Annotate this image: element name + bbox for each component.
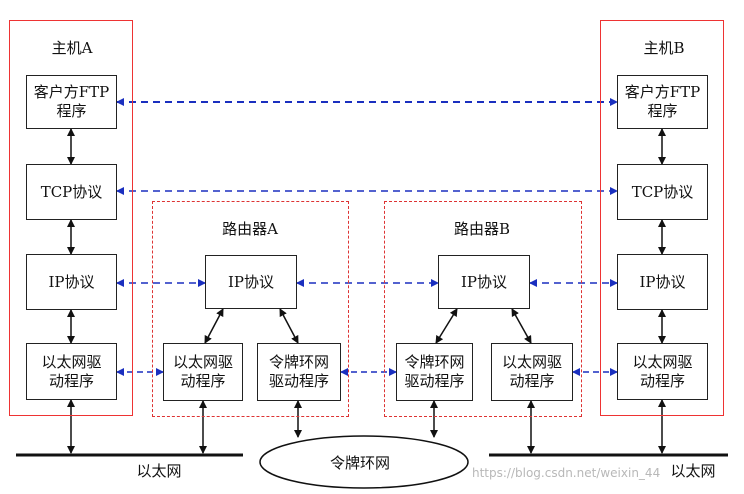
router-a-token-ring-driver-box: 令牌环网 驱动程序 — [257, 343, 341, 401]
watermark: https://blog.csdn.net/weixin_44876532 — [472, 466, 707, 480]
router-b-token-ring-driver-box: 令牌环网 驱动程序 — [396, 343, 473, 401]
eth-line2: 动程序 — [639, 371, 685, 390]
router-b-ethernet-driver-box: 以太网驱 动程序 — [491, 343, 573, 401]
router-a-ip-box: IP协议 — [205, 255, 297, 309]
ftp-line1: 客户方FTP — [624, 83, 701, 101]
host-a-ip-box: IP协议 — [26, 254, 117, 310]
host-b-ethernet-driver-box: 以太网驱 动程序 — [617, 343, 708, 400]
eth-line1: 以太网驱 — [172, 353, 233, 371]
host-a-ethernet-driver-box: 以太网驱 动程序 — [26, 343, 117, 400]
router-a-frame — [152, 201, 349, 417]
ip-label: IP协议 — [227, 272, 275, 291]
router-b-ip-box: IP协议 — [438, 255, 530, 309]
host-b-frame — [600, 20, 724, 416]
ftp-line1: 客户方FTP — [33, 83, 110, 101]
tcp-label: TCP协议 — [631, 182, 694, 201]
router-b-frame — [384, 201, 582, 417]
token-line1: 令牌环网 — [268, 353, 329, 371]
eth-line1: 以太网驱 — [501, 353, 562, 371]
router-b-title: 路由器B — [453, 220, 511, 238]
token-ring-label: 令牌环网 — [330, 454, 391, 472]
ip-label: IP协议 — [639, 272, 686, 291]
token-line2: 驱动程序 — [268, 372, 329, 390]
router-a-ethernet-driver-box: 以太网驱 动程序 — [163, 343, 243, 401]
eth-line2: 动程序 — [180, 372, 226, 390]
host-b-ftp-box: 客户方FTP 程序 — [617, 75, 708, 129]
host-a-title: 主机A — [51, 39, 93, 57]
token-line2: 驱动程序 — [404, 372, 465, 390]
ethernet-left-label: 以太网 — [136, 462, 182, 480]
ip-label: IP协议 — [48, 272, 95, 291]
host-b-ip-box: IP协议 — [617, 254, 708, 310]
host-b-tcp-box: TCP协议 — [617, 164, 708, 220]
router-a-title: 路由器A — [222, 220, 278, 238]
tcp-label: TCP协议 — [40, 182, 103, 201]
host-a-ftp-box: 客户方FTP 程序 — [26, 75, 117, 129]
eth-line2: 动程序 — [48, 371, 94, 390]
ftp-line2: 程序 — [647, 102, 678, 120]
ftp-line2: 程序 — [56, 102, 87, 120]
token-ring-ellipse — [259, 435, 469, 489]
eth-line1: 以太网驱 — [632, 352, 693, 371]
host-a-tcp-box: TCP协议 — [26, 164, 117, 220]
host-a-frame — [9, 20, 133, 416]
host-b-title: 主机B — [643, 39, 685, 57]
eth-line1: 以太网驱 — [41, 352, 102, 371]
eth-line2: 动程序 — [509, 372, 555, 390]
ethernet-right-label: 以太网 — [660, 460, 726, 481]
ip-label: IP协议 — [460, 272, 508, 291]
token-line1: 令牌环网 — [404, 353, 465, 371]
